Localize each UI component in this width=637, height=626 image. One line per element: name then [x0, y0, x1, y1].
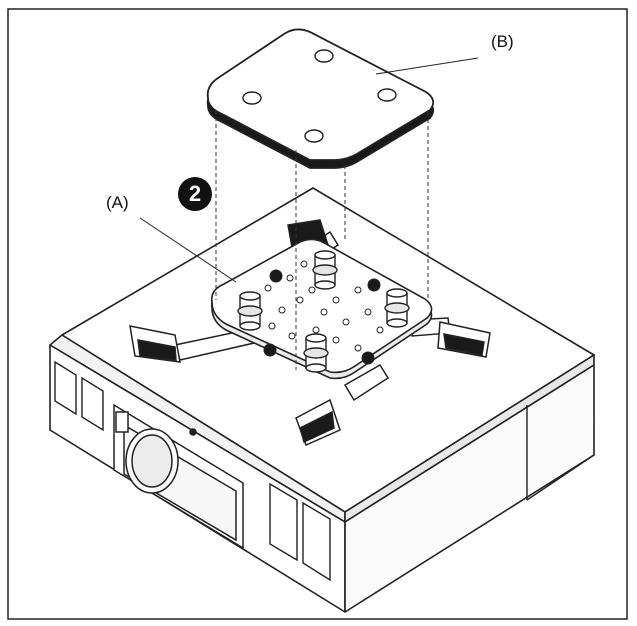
standoff-post-left — [237, 291, 263, 331]
alignment-lines — [215, 110, 429, 370]
right-face-details — [526, 405, 595, 501]
front-door-panel — [113, 403, 244, 550]
adapter-plate-holes — [246, 260, 384, 352]
cover-plate-holes — [242, 49, 397, 143]
figure-border — [7, 8, 628, 620]
adapter-screws — [263, 269, 381, 365]
callout-label-b: (B) — [491, 32, 514, 51]
standoff-post-front — [303, 333, 329, 373]
step-number-badge: 2 — [178, 177, 212, 211]
standoff-posts — [237, 250, 410, 373]
cover-plate-b — [206, 28, 435, 169]
standoff-post-back — [312, 250, 338, 290]
left-face-windows — [54, 360, 331, 582]
callout-label-a: (A) — [106, 193, 129, 212]
leader-lines — [139, 57, 479, 283]
standoff-post-right — [384, 288, 410, 328]
